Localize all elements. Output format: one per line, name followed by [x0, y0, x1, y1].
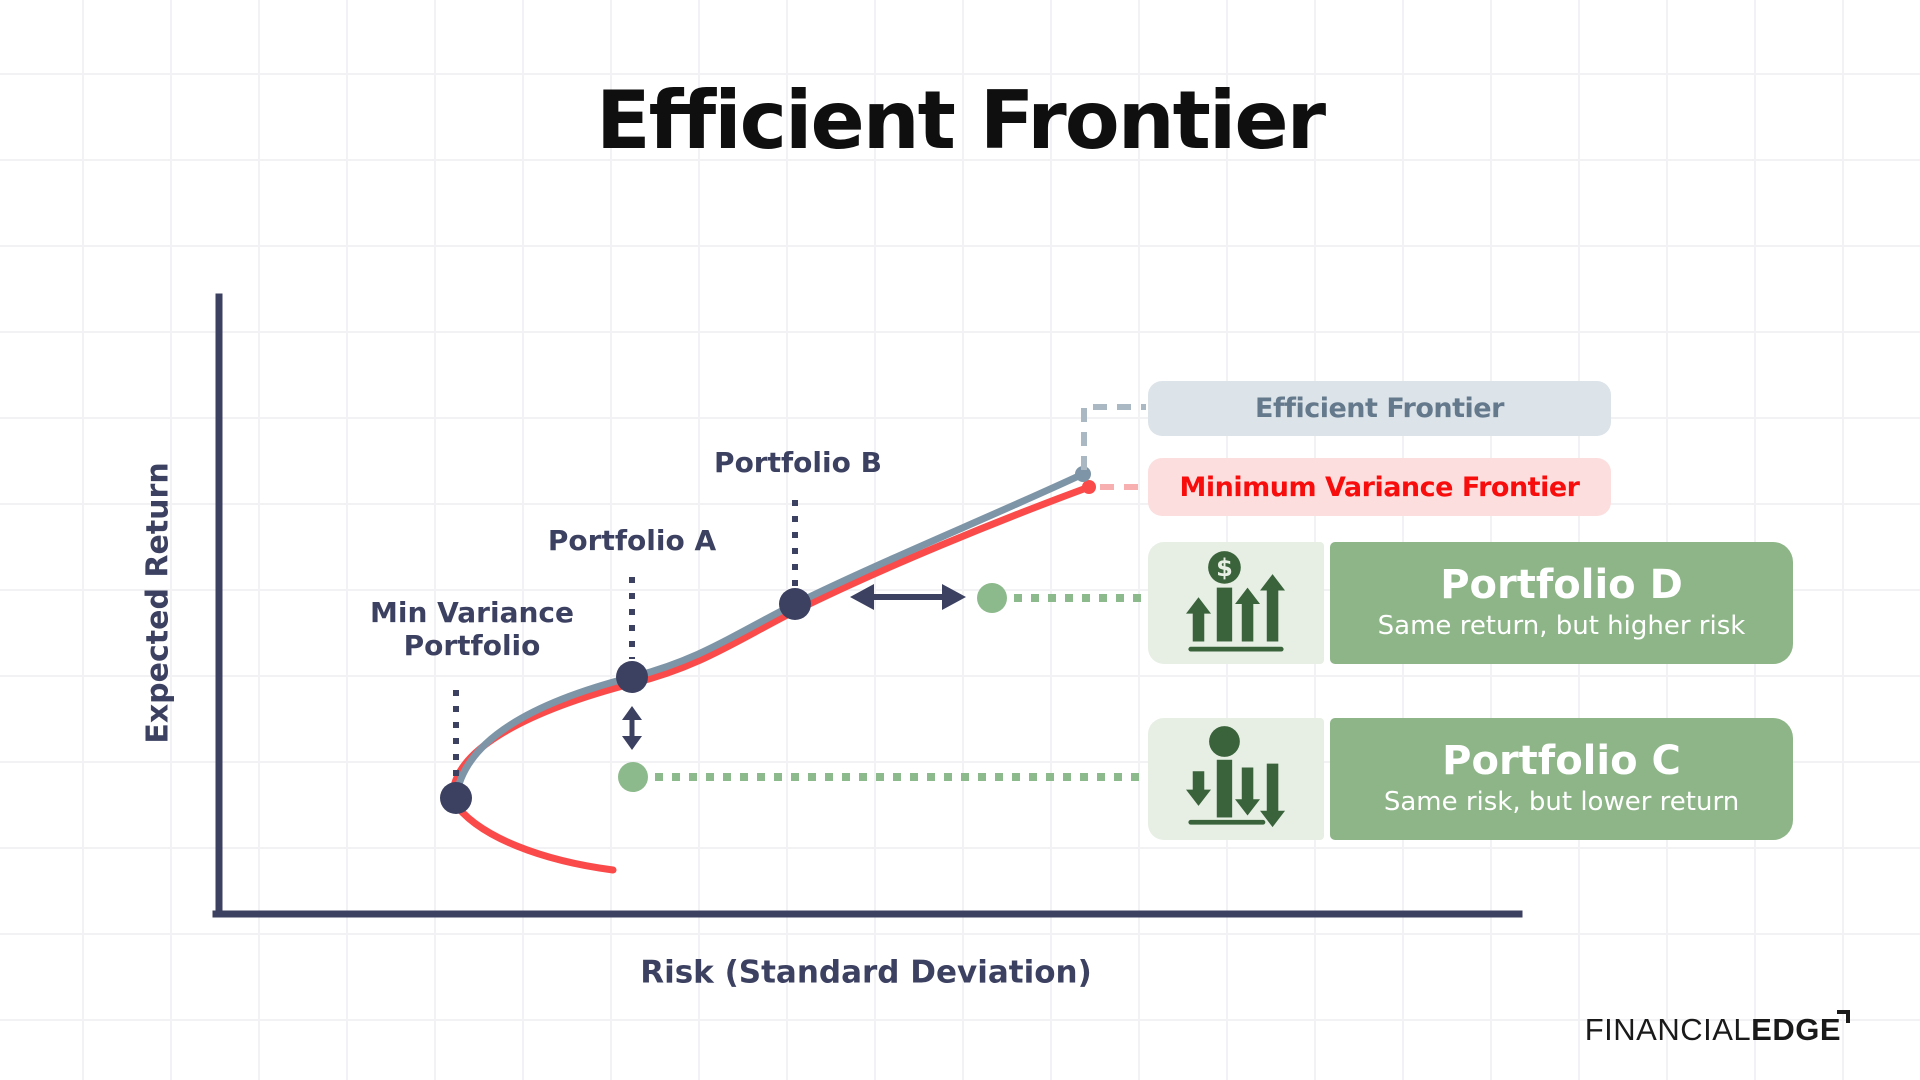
red-curve-endpoint: [1082, 480, 1096, 494]
portfolio-a-label: Portfolio A: [547, 524, 717, 557]
portfolio-d-subtitle: Same return, but higher risk: [1377, 611, 1746, 642]
x-axis-label: Risk (Standard Deviation): [640, 954, 1092, 991]
y-axis-label: Expected Return: [140, 462, 176, 744]
portfolio-c-title: Portfolio C: [1442, 738, 1681, 785]
portfolio-c-subtitle: Same risk, but lower return: [1383, 787, 1740, 818]
dollar-growth-icon: $: [1186, 551, 1286, 652]
portfolio-d-icon-box: $: [1148, 542, 1324, 664]
legend-minimum-variance-frontier: Minimum Variance Frontier: [1148, 458, 1611, 516]
logo-corner-mark-icon: [1837, 1010, 1850, 1023]
efficient-frontier-leader: [1081, 404, 1146, 470]
page-title: Efficient Frontier: [595, 74, 1326, 167]
logo-text-bold: EDGE: [1751, 1012, 1841, 1047]
person-decline-icon: [1186, 726, 1286, 828]
portfolio-c-text-box: Portfolio C Same risk, but lower return: [1330, 718, 1793, 840]
portfolio-d-point: [977, 583, 1007, 613]
portfolio-c-card: Portfolio C Same risk, but lower return: [1148, 718, 1796, 840]
vertical-double-arrow-icon: [622, 706, 642, 750]
portfolio-c-point: [618, 762, 648, 792]
min-variance-point: [440, 782, 472, 814]
legend-minimum-variance-frontier-label: Minimum Variance Frontier: [1179, 471, 1580, 503]
portfolio-a-point: [616, 661, 648, 693]
efficient-frontier-curve: [452, 470, 1087, 802]
logo-text-thin: FINANCIAL: [1584, 1012, 1752, 1047]
min-variance-label: Min Variance Portfolio: [370, 596, 574, 663]
portfolio-b-point: [779, 588, 811, 620]
horizontal-double-arrow-icon: [850, 584, 966, 610]
legend-efficient-frontier-label: Efficient Frontier: [1255, 393, 1504, 424]
svg-text:$: $: [1216, 554, 1233, 582]
portfolio-d-text-box: Portfolio D Same return, but higher risk: [1330, 542, 1793, 664]
portfolio-d-card: $ Portfolio D Same return, but higher ri…: [1148, 542, 1796, 664]
portfolio-b-label: Portfolio B: [714, 446, 882, 479]
portfolio-d-title: Portfolio D: [1440, 562, 1683, 609]
portfolio-c-icon-box: [1148, 718, 1324, 840]
legend-efficient-frontier: Efficient Frontier: [1148, 381, 1611, 436]
